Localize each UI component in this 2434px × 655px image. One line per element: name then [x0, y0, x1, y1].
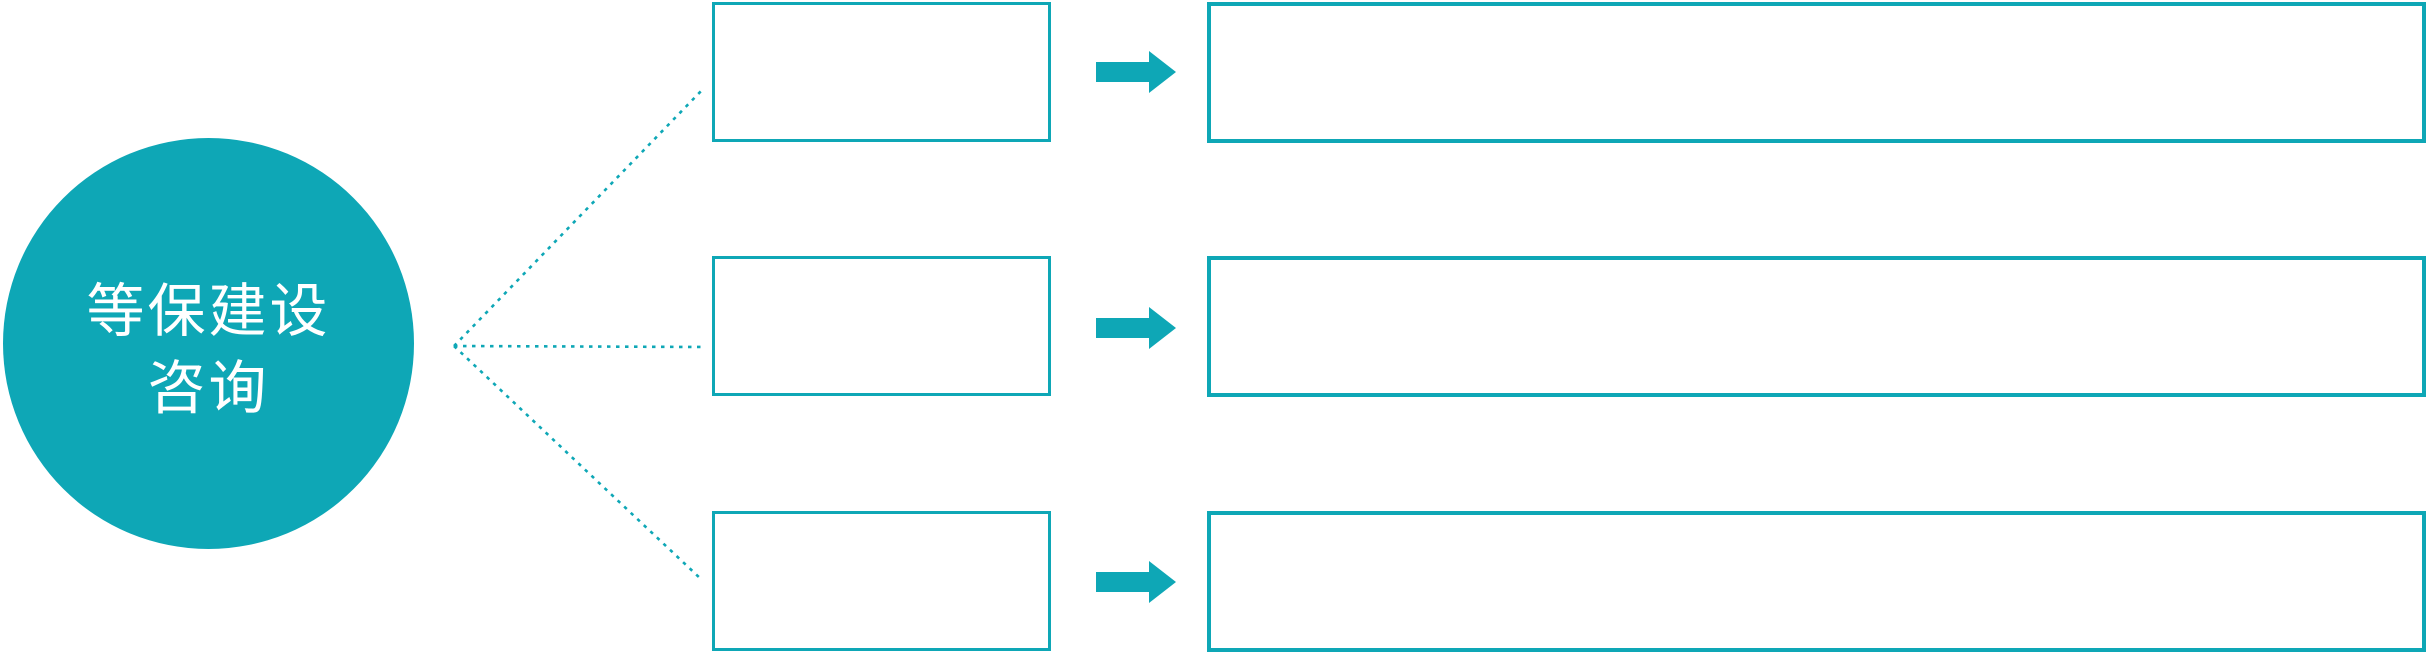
category-box-1: [712, 2, 1051, 142]
dotted-connector-bottom: [453, 345, 703, 581]
detail-box-1: [1207, 2, 2426, 143]
dotted-connector-top: [453, 87, 705, 347]
root-circle-label-line2: 咨询: [147, 355, 270, 421]
right-arrow-icon-2: [1096, 307, 1176, 349]
right-arrow-icon-1: [1096, 51, 1176, 93]
detail-box-2: [1207, 256, 2426, 397]
root-circle-node: 等保建设 咨询: [3, 138, 414, 549]
category-box-2: [712, 256, 1051, 396]
dotted-connector-middle: [453, 344, 707, 349]
detail-box-3: [1207, 511, 2426, 652]
category-box-3: [712, 511, 1051, 651]
right-arrow-icon-3: [1096, 561, 1176, 603]
root-circle-label-line1: 等保建设: [86, 278, 331, 344]
